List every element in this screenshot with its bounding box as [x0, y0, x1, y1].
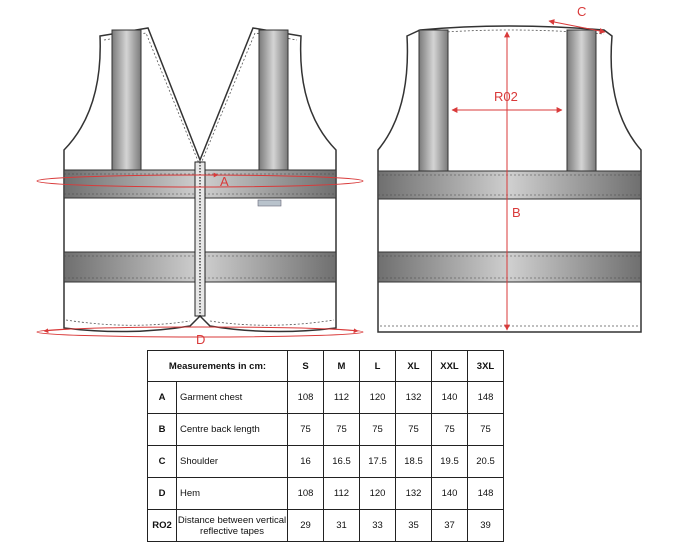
size-header: 3XL: [467, 350, 504, 382]
label-c: C: [577, 4, 586, 19]
table-row: A Garment chest 108 112 120 132 140 148: [147, 381, 504, 414]
row-label: Centre back length: [176, 413, 288, 446]
measure-c: C: [548, 4, 606, 34]
row-label: Distance between vertical reflective tap…: [176, 509, 288, 542]
size-header: L: [359, 350, 396, 382]
row-code: D: [147, 477, 177, 510]
size-header: M: [323, 350, 360, 382]
label-b: B: [512, 205, 521, 220]
cell-value: 37: [431, 509, 468, 542]
table-row: B Centre back length 75 75 75 75 75 75: [147, 413, 504, 446]
cell-value: 20.5: [467, 445, 504, 478]
back-right-vertical-tape: [566, 29, 597, 172]
cell-value: 75: [395, 413, 432, 446]
size-header: XL: [395, 350, 432, 382]
cell-value: 19.5: [431, 445, 468, 478]
cell-value: 140: [431, 477, 468, 510]
cell-value: 16.5: [323, 445, 360, 478]
back-view: [377, 25, 642, 333]
cell-value: 18.5: [395, 445, 432, 478]
cell-value: 31: [323, 509, 360, 542]
table-header-label: Measurements in cm:: [147, 350, 288, 382]
measure-r02: R02: [451, 89, 563, 113]
cell-value: 120: [359, 381, 396, 414]
row-code: A: [147, 381, 177, 414]
cell-value: 112: [323, 381, 360, 414]
cell-value: 148: [467, 381, 504, 414]
cell-value: 16: [287, 445, 324, 478]
cell-value: 148: [467, 477, 504, 510]
size-header: XXL: [431, 350, 468, 382]
vest-diagram: A D B R02 C: [36, 4, 642, 345]
label-a: A: [220, 174, 229, 189]
cell-value: 108: [287, 381, 324, 414]
cell-value: 75: [323, 413, 360, 446]
cell-value: 75: [287, 413, 324, 446]
row-label: Shoulder: [176, 445, 288, 478]
front-right-vertical-tape: [258, 29, 289, 171]
cell-value: 29: [287, 509, 324, 542]
cell-value: 112: [323, 477, 360, 510]
table-row: C Shoulder 16 16.5 17.5 18.5 19.5 20.5: [147, 445, 504, 478]
table-row: RO2 Distance between vertical reflective…: [147, 509, 504, 542]
measure-a: A: [36, 172, 364, 189]
cell-value: 132: [395, 477, 432, 510]
cell-value: 132: [395, 381, 432, 414]
row-code: RO2: [147, 509, 177, 542]
cell-value: 140: [431, 381, 468, 414]
size-header: S: [287, 350, 324, 382]
label-r02: R02: [494, 89, 518, 104]
front-view: [63, 27, 337, 333]
cell-value: 75: [467, 413, 504, 446]
measure-d: D: [36, 326, 364, 345]
front-zipper: [194, 161, 206, 317]
row-code: C: [147, 445, 177, 478]
row-label: Garment chest: [176, 381, 288, 414]
cell-value: 75: [359, 413, 396, 446]
back-upper-band: [377, 170, 642, 200]
cell-value: 108: [287, 477, 324, 510]
cell-value: 33: [359, 509, 396, 542]
label-d: D: [196, 332, 205, 345]
cell-value: 75: [431, 413, 468, 446]
cell-value: 39: [467, 509, 504, 542]
row-label: Hem: [176, 477, 288, 510]
cell-value: 35: [395, 509, 432, 542]
cell-value: 17.5: [359, 445, 396, 478]
chest-label-tab: [257, 199, 282, 207]
back-left-vertical-tape: [418, 29, 449, 172]
measure-b: B: [504, 31, 521, 331]
back-lower-band: [377, 251, 642, 283]
cell-value: 120: [359, 477, 396, 510]
row-code: B: [147, 413, 177, 446]
table-header-row: Measurements in cm: S M L XL XXL 3XL: [147, 350, 504, 382]
table-row: D Hem 108 112 120 132 140 148: [147, 477, 504, 510]
front-left-vertical-tape: [111, 29, 142, 171]
size-table: Measurements in cm: S M L XL XXL 3XL A G…: [147, 350, 504, 542]
